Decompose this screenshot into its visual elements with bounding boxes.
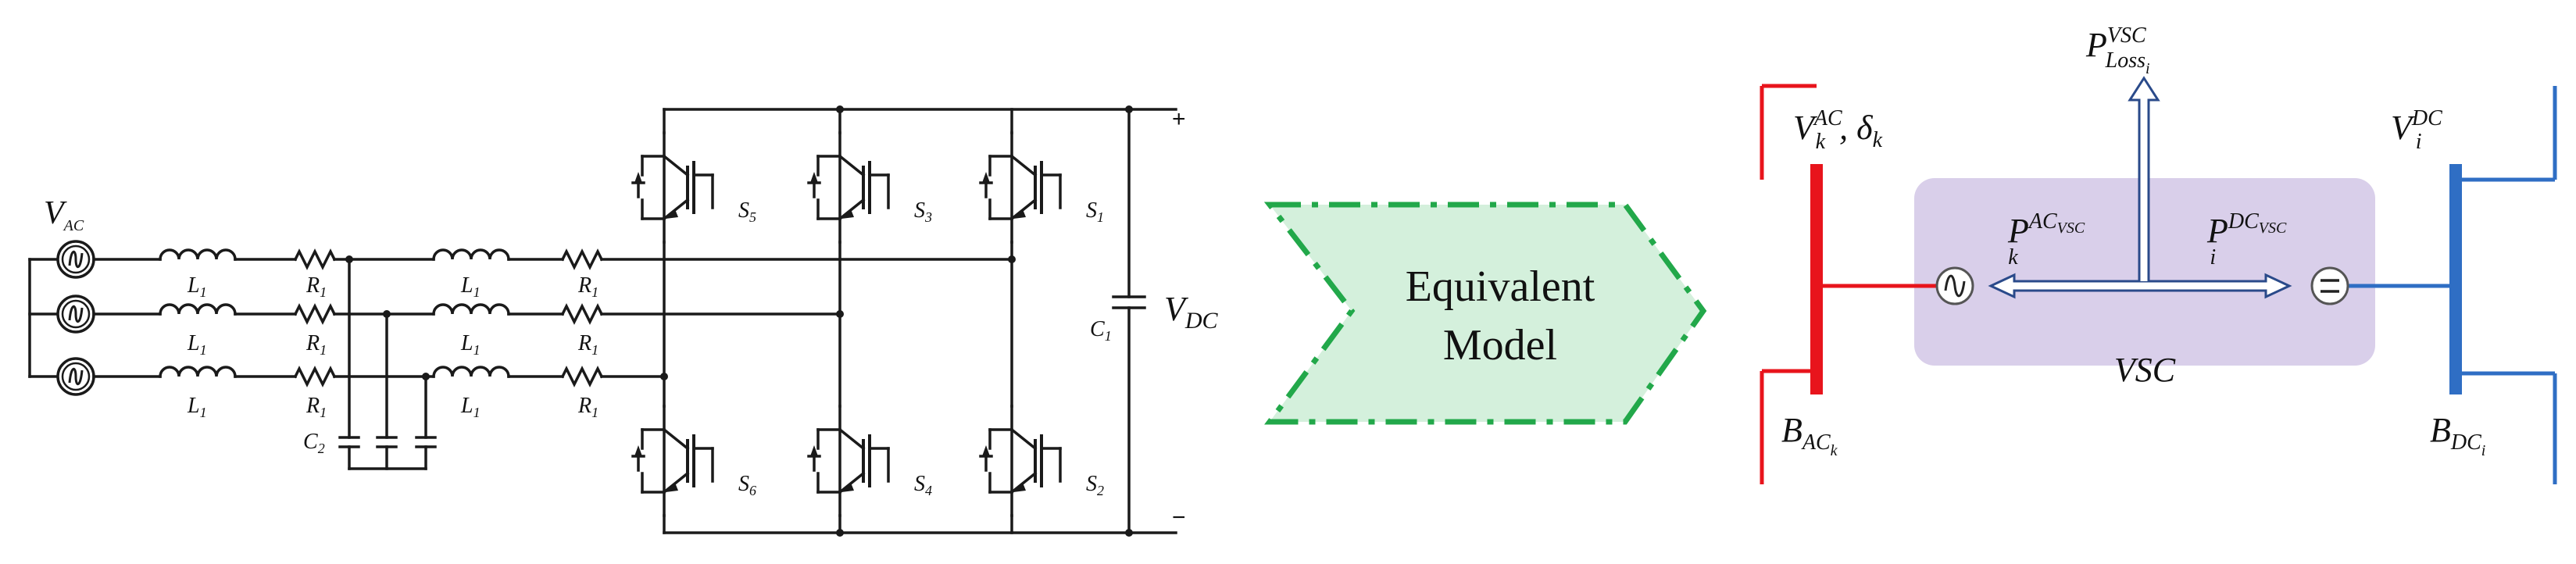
switch-label: S4 xyxy=(914,472,932,498)
inductor-label: L1 xyxy=(187,273,207,300)
inductor-label: L1 xyxy=(187,394,207,420)
inductor-icon xyxy=(432,366,510,378)
resistor-label: R1 xyxy=(577,273,598,300)
igbt-switch-icon xyxy=(807,131,890,244)
capacitor-icon xyxy=(415,436,437,448)
converter-circuit: VAC L1 L1 L1 R1 R1 R1 xyxy=(28,105,1219,537)
ac-source-icon xyxy=(56,357,95,396)
inductor-icon xyxy=(159,366,237,378)
capacitor-icon xyxy=(338,436,360,448)
ac-source-icon xyxy=(56,294,95,334)
resistor-label: R1 xyxy=(305,331,327,358)
arrow-shape xyxy=(1263,202,1707,425)
inductor-label: L1 xyxy=(460,331,481,358)
resistor-icon xyxy=(561,305,603,323)
igbt-switch-icon xyxy=(979,131,1062,244)
igbt-switch-icon xyxy=(807,405,890,517)
inductor-icon xyxy=(432,303,510,316)
arrow-text-line2: Model xyxy=(1443,321,1557,369)
ac-source-icon xyxy=(56,240,95,279)
igbt-switch-icon xyxy=(631,405,714,517)
switch-label: S1 xyxy=(1086,198,1104,225)
resistor-label: R1 xyxy=(305,273,327,300)
switch-label: S6 xyxy=(738,472,756,498)
resistor-label: R1 xyxy=(305,394,327,420)
igbt-switch-icon xyxy=(631,131,714,244)
dc-equals-icon xyxy=(2310,266,2349,305)
sine-wave-icon xyxy=(1935,266,1974,305)
c2-label: C2 xyxy=(303,430,325,456)
ac-bus-label: BACk xyxy=(1781,411,1838,459)
inductor-label: L1 xyxy=(187,331,207,358)
arrow-text-line1: Equivalent xyxy=(1406,262,1595,311)
c1-label: C1 xyxy=(1090,317,1112,344)
switch-label: S2 xyxy=(1086,472,1104,498)
dc-bus-label: BDCi xyxy=(2430,411,2485,459)
equivalent-model: VSC xyxy=(1760,23,2557,484)
ac-bus xyxy=(1760,84,1936,484)
resistor-icon xyxy=(294,367,336,386)
switch-label: S3 xyxy=(914,198,932,225)
resistor-icon xyxy=(561,250,603,269)
vac-label: VAC xyxy=(44,195,84,234)
inductor-icon xyxy=(159,303,237,316)
switch-label: S5 xyxy=(738,198,756,225)
equivalent-model-arrow: Equivalent Model xyxy=(1263,202,1707,425)
inductor-label: L1 xyxy=(460,273,481,300)
inductor-icon xyxy=(159,248,237,261)
dc-minus-label: − xyxy=(1172,505,1186,530)
resistor-icon xyxy=(294,250,336,269)
inductor-label: L1 xyxy=(460,394,481,420)
resistor-label: R1 xyxy=(577,331,598,358)
vdc-label: VDC xyxy=(1164,290,1219,334)
vsc-label: VSC xyxy=(2114,351,2176,389)
resistor-label: R1 xyxy=(577,394,598,420)
filter-capacitors: C2 xyxy=(303,255,437,470)
capacitor-icon xyxy=(376,436,398,448)
dc-plus-label: + xyxy=(1172,106,1186,132)
inductor-icon xyxy=(432,248,510,261)
resistor-icon xyxy=(294,305,336,323)
resistor-icon xyxy=(561,367,603,386)
igbt-switch-icon xyxy=(979,405,1062,517)
power-flow-arrows xyxy=(1988,76,2292,299)
dc-bus xyxy=(2348,86,2557,484)
